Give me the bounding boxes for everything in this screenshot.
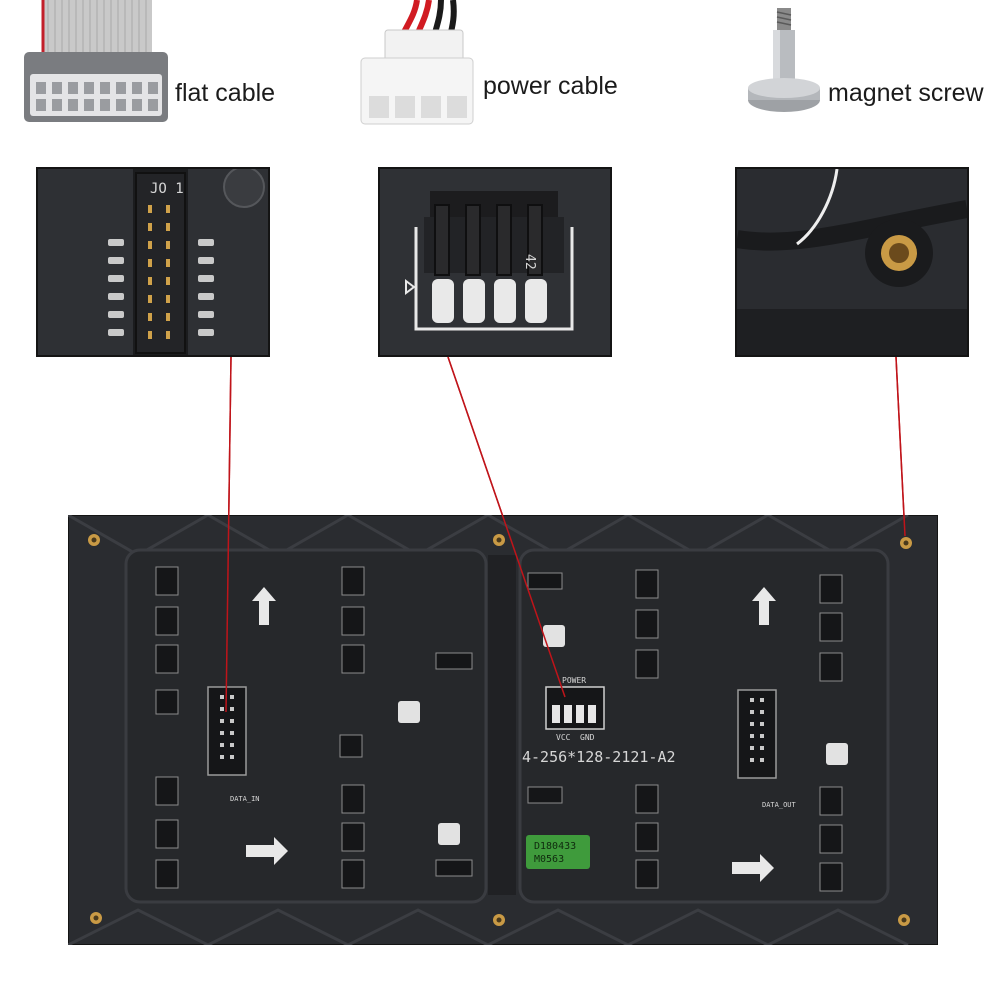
data-out-header <box>737 689 777 779</box>
flat-cable-header-detail: JO 1 <box>36 167 270 357</box>
data-out-silk-label: DATA_OUT <box>762 801 797 809</box>
power-pin-silk-label: 42 <box>522 254 537 270</box>
batch-sticker <box>526 835 590 869</box>
flat-cable-label: flat cable <box>175 79 276 107</box>
magnet-screw-hole-detail <box>735 167 969 357</box>
vcc-silk-label: VCC <box>556 733 571 742</box>
flat-cable-photo <box>20 0 170 130</box>
data-in-header <box>207 686 247 776</box>
header-pin-grid <box>148 205 170 339</box>
ribbon-cable-connector-icon <box>24 0 168 122</box>
power-connector-detail: 42 <box>378 167 612 357</box>
model-silk-label: 4-256*128-2121-A2 <box>522 748 676 766</box>
led-module-panel: POWER VCC GND 4-256*128-2121-A2 DATA_IN … <box>68 515 938 945</box>
power-cable-connector-icon <box>360 0 474 125</box>
magnet-screw-photo <box>745 8 825 118</box>
batch-sticker-line2: M0563 <box>534 854 564 865</box>
header-silk-label: JO 1 <box>150 181 184 197</box>
power-silk-label: POWER <box>562 676 586 685</box>
batch-sticker-line1: D180433 <box>534 841 576 852</box>
magnet-screw-label: magnet screw <box>828 79 984 107</box>
direction-arrows <box>246 587 776 882</box>
data-in-silk-label: DATA_IN <box>230 795 260 803</box>
power-cable-photo <box>355 0 480 130</box>
gnd-silk-label: GND <box>580 733 595 742</box>
power-cable-label: power cable <box>483 72 618 100</box>
magnet-screw-icon <box>748 8 820 112</box>
